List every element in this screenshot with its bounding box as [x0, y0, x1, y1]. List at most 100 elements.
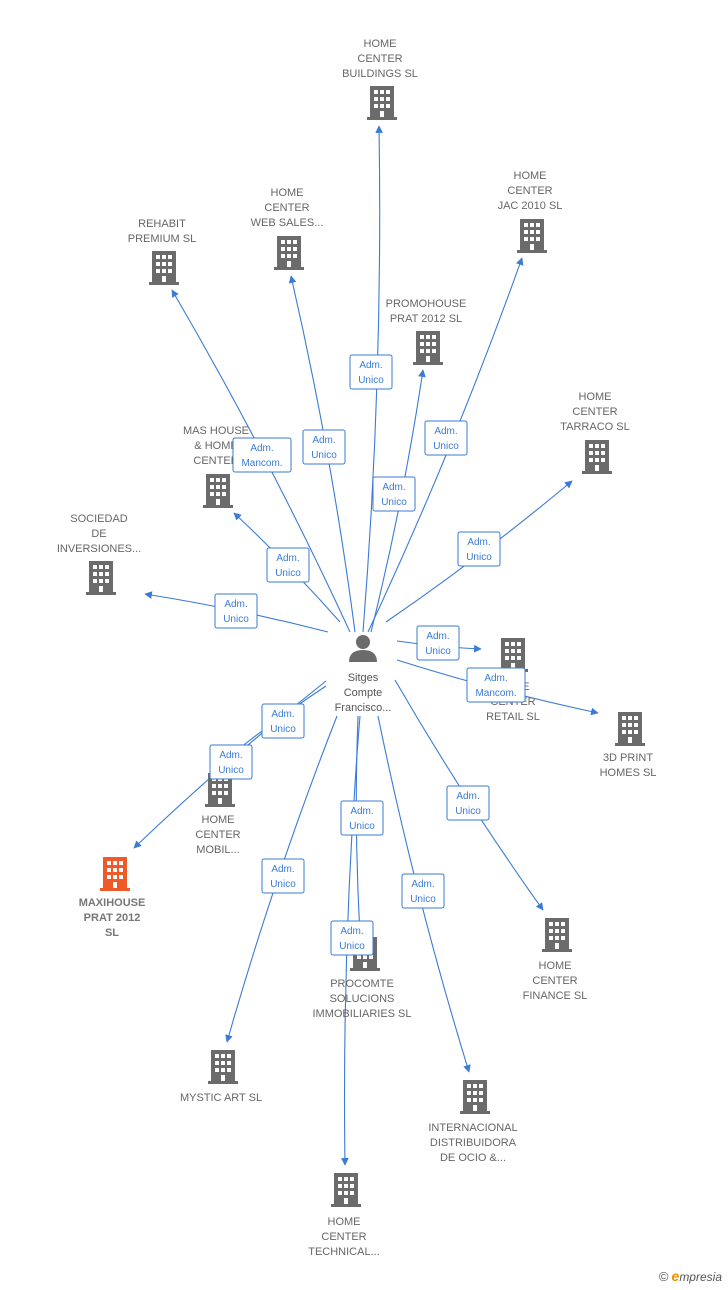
- node-label-line: IMMOBILIARIES SL: [312, 1008, 411, 1020]
- node-label-line: REHABIT: [138, 218, 186, 230]
- edge-label-home-center-finance[interactable]: Adm. Unico: [446, 785, 490, 821]
- role-text: Unico: [433, 441, 459, 452]
- edge-label-rehabit-premium[interactable]: Adm.Mancom.: [232, 437, 292, 473]
- edge-label-procomte-solucions[interactable]: Adm. Unico: [340, 800, 384, 836]
- role-text: Unico: [270, 879, 296, 890]
- role-badge: [232, 437, 292, 473]
- node-label-line: PROMOHOUSE: [386, 298, 467, 310]
- role-text: Adm.: [250, 443, 273, 454]
- building-icon: [331, 1173, 361, 1207]
- edge-label-home-center-retail[interactable]: Adm.Unico: [416, 625, 460, 661]
- node-label-line: CENTER: [507, 185, 552, 197]
- node-label-line: HOME: [364, 38, 397, 50]
- building-icon: [100, 857, 130, 891]
- building-icon: [582, 440, 612, 474]
- node-label-line: PRAT 2012 SL: [390, 313, 462, 325]
- role-text: Mancom.: [475, 688, 516, 699]
- role-badge: [372, 476, 416, 512]
- copyright-symbol: ©: [658, 1268, 669, 1284]
- center-person-node[interactable]: Sitges Compte Francisco...: [335, 635, 392, 714]
- role-text: Adm.: [411, 879, 434, 890]
- edge-label-3d-print-homes[interactable]: Adm.Mancom.: [466, 667, 526, 703]
- edge-label-maxihouse-prat-2012[interactable]: Adm. Unico: [209, 744, 253, 780]
- edge-label-home-center-jac-2010[interactable]: Adm. Unico: [424, 420, 468, 456]
- role-text: Unico: [223, 614, 249, 625]
- building-icon: [149, 251, 179, 285]
- role-text: Unico: [339, 941, 365, 952]
- node-sociedad-de-inversiones[interactable]: SOCIEDADDEINVERSIONES...: [57, 513, 141, 595]
- center-label-line-2: Compte: [344, 687, 383, 699]
- node-label-line: RETAIL SL: [486, 711, 540, 723]
- node-label-line: HOME: [514, 170, 547, 182]
- node-promohouse-prat-2012[interactable]: PROMOHOUSE PRAT 2012 SL: [386, 298, 467, 365]
- empresia-logo[interactable]: empresia: [672, 1268, 722, 1284]
- node-label-line: CENTER: [193, 455, 238, 467]
- node-label-line: PROCOMTE: [330, 978, 394, 990]
- node-label-line: FINANCE SL: [523, 990, 588, 1002]
- node-3d-print-homes[interactable]: 3D PRINT HOMES SL: [600, 712, 657, 779]
- node-label-line: WEB SALES...: [251, 217, 324, 229]
- role-text: Unico: [455, 806, 481, 817]
- role-text: Adm.: [359, 360, 382, 371]
- node-label-line: DISTRIBUIDORA: [430, 1137, 517, 1149]
- role-text: Adm.: [382, 482, 405, 493]
- role-text: Adm.: [434, 426, 457, 437]
- role-badge: [466, 667, 526, 703]
- edge-label-internacional-distribuidora[interactable]: Adm.Unico: [401, 873, 445, 909]
- role-text: Unico: [275, 568, 301, 579]
- role-text: Adm.: [219, 750, 242, 761]
- building-icon: [498, 638, 528, 672]
- center-label-line-3: Francisco...: [335, 702, 392, 714]
- node-label-line: HOMES SL: [600, 767, 657, 779]
- node-home-center-technical[interactable]: HOMECENTERTECHNICAL...: [308, 1173, 380, 1258]
- edge-label-promohouse-prat-2012[interactable]: Adm.Unico: [372, 476, 416, 512]
- role-badge: [261, 703, 305, 739]
- edge-label-sociedad-de-inversiones[interactable]: Adm.Unico: [214, 593, 258, 629]
- role-text: Unico: [425, 646, 451, 657]
- edge-label-home-center-tarraco[interactable]: Adm. Unico: [457, 531, 501, 567]
- node-mystic-art[interactable]: MYSTIC ART SL: [180, 1050, 262, 1104]
- building-icon: [517, 219, 547, 253]
- node-label-line: CENTER: [264, 202, 309, 214]
- edge-label-home-center-web-sales[interactable]: Adm.Unico: [302, 429, 346, 465]
- footer-brand: © empresia: [659, 1268, 722, 1284]
- node-label-line: & HOME: [194, 440, 237, 452]
- edge-label-home-center-buildings[interactable]: Adm.Unico: [349, 354, 393, 390]
- role-badge: [457, 531, 501, 567]
- role-badge: [349, 354, 393, 390]
- center-label-line-1: Sitges: [348, 672, 379, 684]
- empresia-logo-initial: e: [671, 1268, 680, 1284]
- role-text: Adm.: [271, 709, 294, 720]
- role-text: Unico: [218, 765, 244, 776]
- building-icon: [460, 1080, 490, 1114]
- role-text: Adm.: [456, 791, 479, 802]
- building-icon: [413, 331, 443, 365]
- node-label-line: HOME: [579, 391, 612, 403]
- role-text: Adm.: [467, 537, 490, 548]
- role-text: Unico: [349, 821, 375, 832]
- role-text: Unico: [466, 552, 492, 563]
- role-text: Adm.: [350, 806, 373, 817]
- edge-label-home-center-mobil[interactable]: Adm.Unico: [261, 703, 305, 739]
- edge-label-mystic-art[interactable]: Adm.Unico: [261, 858, 305, 894]
- building-icon: [542, 918, 572, 952]
- node-home-center-mobil[interactable]: HOMECENTERMOBIL...: [195, 773, 241, 856]
- edge-label-mas-house-home-center[interactable]: Adm.Unico: [266, 547, 310, 583]
- node-label-line: 3D PRINT: [603, 752, 653, 764]
- edge-label-home-center-technical[interactable]: Adm.Unico: [330, 920, 374, 956]
- node-label-line: SOCIEDAD: [70, 513, 128, 525]
- role-badge: [424, 420, 468, 456]
- node-label-line: TECHNICAL...: [308, 1246, 380, 1258]
